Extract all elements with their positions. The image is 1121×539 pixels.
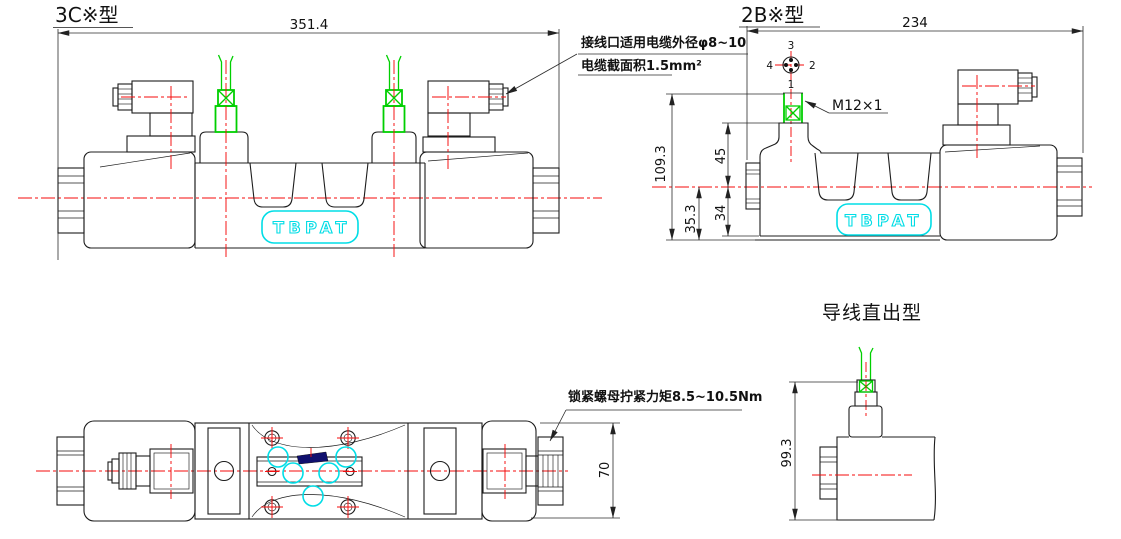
dim-text-109-3: 109.3 [654,145,669,182]
brand-logo-text: TBPAT [845,211,923,230]
dimension-70: 70 [531,422,620,519]
cable-gland-right [382,54,406,257]
dimension-34: 34 [714,186,759,237]
cable-spec-line2: 电缆截面积1.5mm² [581,58,702,74]
leader-line [804,100,830,114]
locknut-icon [1056,157,1083,217]
armature-slot-right [321,162,369,208]
dimension-234: 2 3 4 [746,15,1084,160]
dim-text-351-4: 351.4 [290,17,329,33]
front-view-3c: 3C※型 351.4 [18,3,602,260]
pin-label-4: 4 [766,60,773,72]
solenoid-right-top [481,420,537,522]
locknut-right-icon [537,436,564,506]
armature-slot-right [887,152,932,201]
pin-label-2: 2 [809,60,816,72]
locknut-right-icon [532,167,560,234]
nameplate [296,451,329,465]
dimension-45: 45 [714,122,780,188]
dim-text-45: 45 [714,148,729,165]
gland-neck [848,405,883,438]
mounting-panel-right [423,427,457,515]
callout-locknut-torque: 锁紧螺母拧紧力矩8.5~10.5Nm [549,389,762,442]
callout-cable-spec: 接线口适用电缆外径φ8~10 电缆截面积1.5mm² [505,35,748,95]
bolt-hole [337,496,359,518]
armature-slot-left [814,152,859,201]
dim-text-99-3: 99.3 [780,439,795,468]
pin-label-3: 3 [788,40,795,52]
hydraulic-ports [267,446,357,507]
armature-slot-left [249,162,297,208]
dim-text-35-3: 35.3 [684,205,699,234]
pin-layout-diagram: 3 2 1 4 [766,40,816,162]
view-title-3c: 3C※型 [55,3,118,27]
valve-body-2b: TBPAT [745,122,940,241]
connector-face-icon [782,56,800,74]
mounting-hole [213,460,235,482]
thread-label: M12×1 [832,98,883,114]
break-line [933,436,936,521]
top-view: 70 锁紧螺母拧紧力矩8.5~10.5Nm [36,389,762,522]
dimension-351-4: 351.4 [57,17,560,260]
direct-exit-view: 导线直出型 99.3 [780,302,936,521]
dimension-109-3: 109.3 [654,93,784,241]
brand-logo-3c: TBPAT [261,210,359,244]
mounting-hole [429,460,451,482]
solenoid-right-2b [939,69,1083,241]
valve-body-3c: TBPAT [194,131,426,249]
leader-line [505,53,578,95]
leader-line [549,409,567,442]
valve-body-direct [812,405,936,521]
front-view-2b: 2B※型 234 3 2 1 4 [652,3,1092,241]
din-connector-icon [957,69,1038,126]
cable-gland-direct [854,346,878,418]
dim-text-234: 234 [902,15,928,31]
callout-m12: M12×1 [804,98,888,114]
cable-gland-left [214,54,238,257]
bolt-hole [261,496,283,518]
locknut-note: 锁紧螺母拧紧力矩8.5~10.5Nm [568,389,762,405]
dim-text-70: 70 [598,462,613,479]
dimension-35-3: 35.3 [684,186,702,241]
brand-logo-2b: TBPAT [836,203,932,236]
m12-connector [783,92,803,123]
valve-body-top [248,423,409,519]
mounting-panel-left [207,427,241,515]
solenoid-right [419,80,560,249]
brand-logo-text: TBPAT [273,218,351,237]
dim-text-34: 34 [714,205,729,222]
view-title-2b: 2B※型 [741,3,804,27]
hex-nut [819,446,838,500]
bolt-hole [261,427,283,449]
bolt-hole [337,427,359,449]
dimension-99-3: 99.3 [780,381,858,521]
pin-label-1: 1 [788,79,795,91]
view-title-direct: 导线直出型 [822,302,922,324]
cable-spec-line1: 接线口适用电缆外径φ8~10 [581,35,746,51]
coil-flange-right [422,136,496,153]
din-connector-left-top-icon [107,444,194,499]
